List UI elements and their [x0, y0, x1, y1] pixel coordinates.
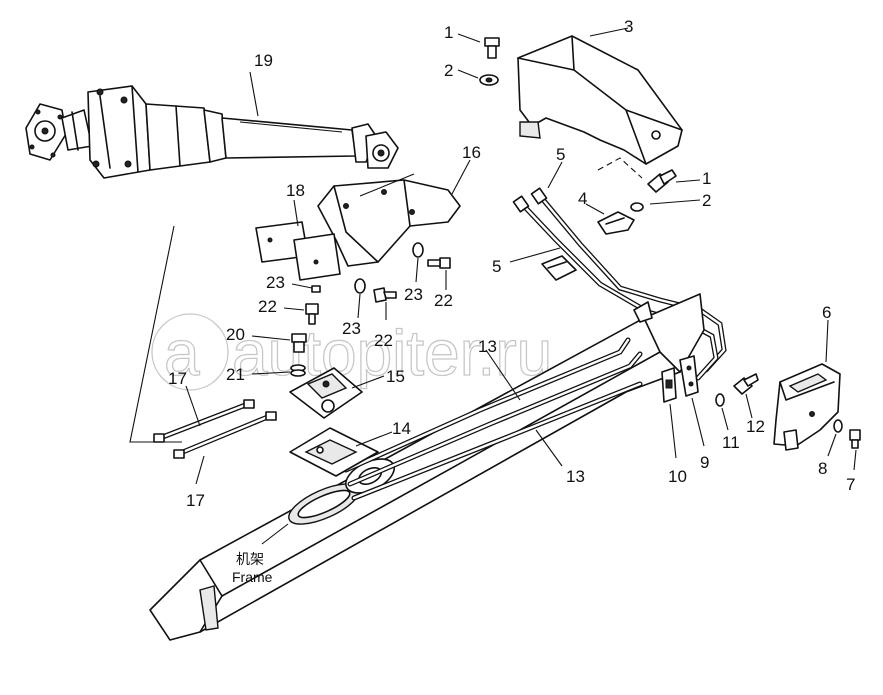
part-2-washer-right — [630, 202, 644, 212]
callout-17b: 17 — [186, 491, 205, 510]
callout-1a: 1 — [444, 23, 453, 42]
part-9-plate — [679, 355, 699, 397]
leader-3-bolt — [597, 157, 643, 179]
callout-10: 10 — [668, 467, 687, 486]
part-11-washer — [715, 393, 725, 407]
leader-22a — [283, 307, 305, 311]
part-1-bolt-top — [484, 37, 500, 59]
leader-8 — [827, 433, 837, 457]
leader-18 — [293, 199, 299, 227]
leader-12 — [745, 393, 753, 419]
leader-4 — [585, 203, 605, 215]
leader-14 — [355, 431, 393, 447]
callout-19: 19 — [254, 51, 273, 70]
part-3-cover — [517, 35, 683, 165]
callout-23a: 23 — [266, 273, 285, 292]
leader-13b — [535, 429, 563, 467]
callout-11: 11 — [722, 433, 740, 452]
leader-23a — [291, 283, 313, 289]
part-block — [541, 255, 577, 281]
leader-13a — [485, 349, 521, 401]
part-1-bolt-right — [647, 169, 677, 193]
callout-5a: 5 — [556, 145, 565, 164]
part-22-bolt-a — [305, 303, 319, 325]
callout-23b: 23 — [342, 319, 361, 338]
callout-8: 8 — [818, 459, 827, 478]
callout-5b: 5 — [492, 257, 501, 276]
part-21-spring — [290, 364, 306, 377]
callout-1b: 1 — [702, 169, 711, 188]
part-23-washer-c — [412, 242, 424, 258]
part-19-cylinder — [25, 85, 399, 179]
part-8-washer — [833, 419, 843, 433]
part-22-bolt-b — [373, 287, 397, 303]
callout-7: 7 — [846, 475, 855, 494]
callout-3: 3 — [624, 17, 633, 36]
watermark-a-glyph: a — [164, 317, 200, 389]
callout-12: 12 — [746, 417, 765, 436]
callout-14: 14 — [392, 419, 411, 438]
watermark: a autopiter.ru — [151, 313, 553, 391]
leader-19 — [249, 71, 259, 117]
part-17-hoses — [153, 399, 277, 459]
callout-17a: 17 — [168, 369, 187, 388]
leader-1b — [675, 179, 701, 183]
callout-13b: 13 — [566, 467, 585, 486]
callout-15: 15 — [386, 367, 405, 386]
callout-2b: 2 — [702, 191, 711, 210]
leader-9 — [691, 397, 705, 447]
leader-21 — [251, 371, 291, 375]
part-2-washer-top — [479, 74, 499, 86]
part-20-fitting — [291, 333, 307, 353]
leader-11 — [721, 407, 729, 431]
callout-23c: 23 — [404, 285, 423, 304]
callout-9: 9 — [700, 453, 709, 472]
leader-5a — [547, 161, 563, 189]
part-22-bolt-c — [427, 257, 451, 269]
leader-17a — [185, 385, 201, 427]
part-10-plate — [661, 367, 677, 403]
part-18-plates — [255, 221, 341, 281]
part-15-valve-plate — [289, 367, 363, 419]
leader-5b — [509, 247, 561, 263]
leader-3 — [589, 27, 629, 37]
leader-15 — [351, 375, 385, 389]
part-16-bracket — [317, 173, 461, 267]
callout-16: 16 — [462, 143, 481, 162]
leader-17b — [195, 455, 205, 485]
callout-13a: 13 — [478, 337, 497, 356]
part-6-bracket — [773, 363, 841, 451]
part-23-washer-a — [311, 285, 321, 293]
frame-label-english: Frame — [232, 569, 273, 585]
leader-frame — [261, 523, 289, 545]
leader-2a — [457, 69, 479, 79]
callout-22b: 22 — [374, 331, 393, 350]
leader-10 — [669, 403, 677, 459]
leader-1a — [457, 33, 481, 43]
callout-22c: 22 — [434, 291, 453, 310]
frame-label-chinese: 机架 — [236, 551, 264, 567]
callout-2a: 2 — [444, 61, 453, 80]
leader-2b — [649, 199, 701, 205]
watermark-text: autopiter.ru — [232, 317, 552, 389]
part-7-bolt — [849, 429, 861, 449]
callout-20: 20 — [226, 325, 245, 344]
leader-23c — [415, 257, 419, 283]
leader-16 — [451, 159, 471, 195]
callout-18: 18 — [286, 181, 305, 200]
callout-21: 21 — [226, 365, 245, 384]
part-14-gasket — [289, 427, 379, 477]
frame-boom — [149, 293, 705, 641]
leader-20 — [251, 335, 291, 341]
callout-4: 4 — [578, 189, 587, 208]
part-23-washer-b — [354, 278, 366, 294]
leader-7 — [853, 449, 857, 471]
callout-6: 6 — [822, 303, 831, 322]
leader-23b — [357, 293, 361, 319]
leader-6 — [825, 319, 829, 363]
part-12-bolt — [733, 373, 759, 395]
callout-22a: 22 — [258, 297, 277, 316]
part-4-clamp — [597, 211, 635, 235]
